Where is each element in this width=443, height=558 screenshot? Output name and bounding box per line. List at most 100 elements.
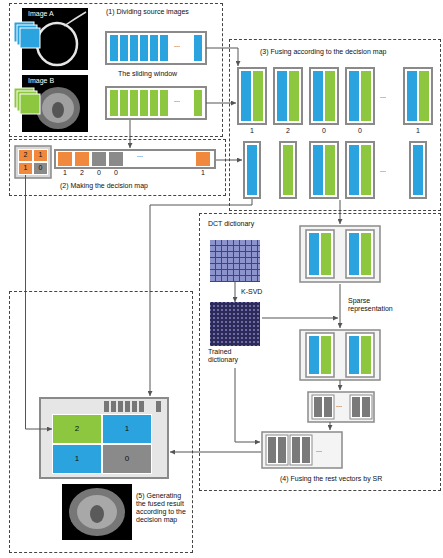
- vector-bar: [325, 145, 335, 195]
- vector-bar: [302, 437, 310, 463]
- flow-arrow: [170, 452, 261, 453]
- vector-bar: [321, 233, 331, 275]
- node-text: (3) Fusing according to the decision map: [260, 48, 436, 56]
- vector-pair: [346, 142, 374, 198]
- vector-group: [300, 330, 380, 380]
- fused-cell: 2: [52, 414, 102, 444]
- fused-cell: 1: [102, 414, 152, 444]
- vector-pair: [306, 230, 334, 278]
- vector-bar: [118, 401, 123, 412]
- label-text: Sparse representation: [348, 297, 408, 313]
- vector-bar: [407, 71, 417, 121]
- skull-outline: [37, 23, 77, 65]
- vector-bar: [321, 336, 331, 374]
- label-text: 1: [201, 169, 205, 177]
- vector-bar: [313, 145, 323, 195]
- vector-pair: [404, 68, 432, 124]
- label-text: 2: [286, 127, 290, 135]
- vector-bar: [150, 90, 158, 116]
- brain-tissue: [90, 505, 104, 523]
- vector-pair: [312, 395, 334, 419]
- vector-bar: [309, 336, 319, 374]
- vector-bar: [110, 35, 118, 61]
- label-text: 0: [322, 127, 326, 135]
- label-text: 1: [63, 169, 67, 177]
- vector-pair: [346, 230, 374, 278]
- label-text: 1: [416, 127, 420, 135]
- label-text: ...: [380, 166, 386, 174]
- decision-cell: 2: [18, 149, 33, 162]
- vector-bar: [253, 71, 263, 121]
- node-text: (5) Generating the fused result accordin…: [136, 492, 190, 524]
- vector-bar: [277, 71, 287, 121]
- decision-cell: [58, 152, 72, 166]
- skull-outline: [64, 12, 86, 26]
- flow-arrow: [330, 422, 331, 430]
- flow-arrow: [340, 284, 341, 328]
- flow-arrow: [216, 160, 242, 161]
- decision-cell: [75, 152, 89, 166]
- vector-bar: [120, 90, 128, 116]
- decision-cell: 1: [33, 149, 48, 162]
- vector-pair: [274, 68, 302, 124]
- vector-group: [262, 432, 342, 468]
- vector-bar: [289, 71, 299, 121]
- vector-bar: [160, 35, 168, 61]
- flow-arrow: [262, 318, 338, 319]
- node-text: 0: [102, 454, 152, 463]
- brain-tissue: [77, 495, 117, 529]
- vector-pair: [290, 435, 312, 465]
- dictionary-box: Trained dictionary: [208, 302, 262, 366]
- decision-cell: [92, 152, 106, 166]
- label-text: ...: [316, 446, 322, 454]
- node-text: 2: [18, 151, 33, 159]
- node-text: 1: [102, 424, 152, 433]
- vector-bar: [349, 71, 359, 121]
- vector-bar: [324, 397, 332, 417]
- vector-bar: [132, 401, 137, 412]
- flow-arrow: [206, 48, 238, 66]
- node-text: 2: [52, 424, 102, 433]
- image-block: [20, 28, 40, 48]
- vector-pair: [266, 435, 288, 465]
- vector-row: [106, 87, 206, 119]
- vector-bar: [314, 397, 322, 417]
- vector-bar: [361, 336, 371, 374]
- node-text: Image B: [28, 77, 84, 85]
- node-text: 0: [33, 164, 48, 172]
- vector-bar: [120, 35, 128, 61]
- fused-cell: 0: [102, 444, 152, 474]
- node-text: 1: [18, 164, 33, 172]
- connector: [235, 282, 236, 302]
- vector-single: [244, 142, 260, 198]
- node-text: DCT dictionary: [208, 220, 262, 228]
- vector-bar: [104, 401, 109, 412]
- vector-bar: [352, 397, 360, 417]
- label-text: 0: [358, 127, 362, 135]
- image-label-box: Image B: [22, 75, 88, 132]
- brain-tissue: [36, 87, 80, 129]
- vector-group: [300, 226, 380, 282]
- stage-region: (2) Making the decision map2110: [10, 140, 225, 195]
- fused-map-frame: [40, 398, 168, 478]
- flow-arrow: [206, 103, 236, 104]
- label-text: 0: [97, 169, 101, 177]
- vector-bar: [292, 437, 300, 463]
- decision-row: [55, 150, 215, 168]
- vector-pair: [346, 333, 374, 377]
- decision-cell: 1: [18, 162, 33, 175]
- vector-bar: [325, 71, 335, 121]
- vector-pair: [350, 395, 372, 419]
- vector-bar: [194, 90, 202, 116]
- label-text: 1: [250, 127, 254, 135]
- image-label-box: Image A: [22, 8, 88, 70]
- decision-cell: [196, 152, 210, 166]
- connector: [26, 175, 53, 429]
- vector-bar: [361, 145, 371, 195]
- vector-bar: [140, 90, 148, 116]
- node-text: (4) Fusing the rest vectors by SR: [280, 475, 435, 483]
- vector-bar: [156, 401, 161, 412]
